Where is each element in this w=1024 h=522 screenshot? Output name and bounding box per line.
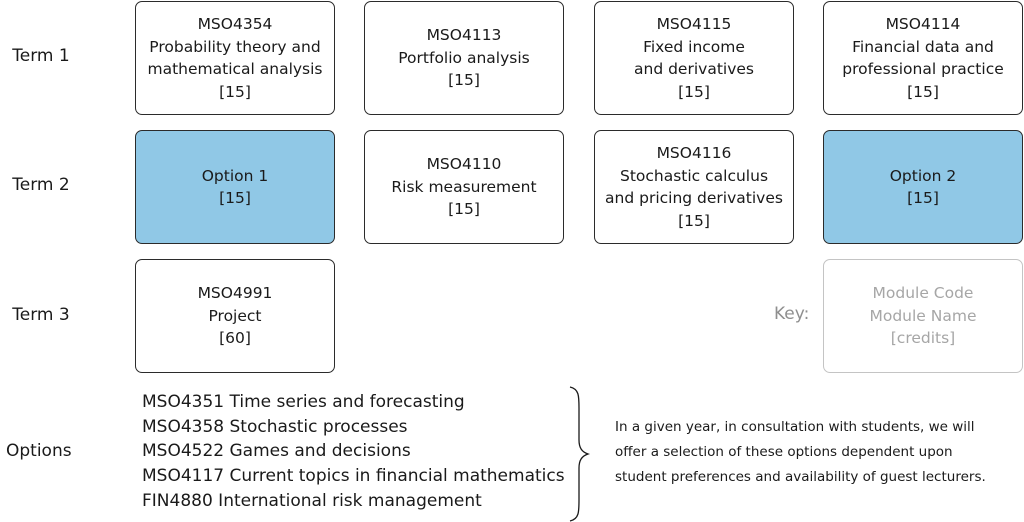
module-code: MSO4113 xyxy=(426,26,502,45)
module-name-line: mathematical analysis xyxy=(147,60,323,78)
module-credits: [15] xyxy=(219,189,251,207)
key-box: Module Code Module Name [credits] xyxy=(823,259,1023,373)
module-box-mso4113: MSO4113 Portfolio analysis [15] xyxy=(364,1,564,115)
module-name-line: Financial data and xyxy=(852,37,994,56)
module-code: MSO4354 xyxy=(197,15,273,33)
key-label: Key: xyxy=(774,304,810,324)
module-box-mso4354: MSO4354 Probability theory and mathemati… xyxy=(135,1,335,115)
module-name-line: Option 1 xyxy=(201,166,269,185)
module-credits: [15] xyxy=(678,211,710,230)
term-2-label: Term 2 xyxy=(12,175,70,195)
module-name-line: Stochastic calculus xyxy=(619,166,769,185)
module-name-line: Project xyxy=(208,306,262,325)
term-3-label: Term 3 xyxy=(12,305,70,325)
module-code: MSO4115 xyxy=(656,15,732,33)
module-credits: [15] xyxy=(219,82,251,101)
module-name-line: Fixed income xyxy=(643,37,745,56)
module-credits: [60] xyxy=(219,329,251,348)
module-credits: [15] xyxy=(907,82,939,101)
module-box-mso4110: MSO4110 Risk measurement [15] xyxy=(364,130,564,244)
module-code: MSO4110 xyxy=(426,155,502,174)
option-1-box: Option 1 [15] xyxy=(135,130,335,244)
note-line: In a given year, in consultation with st… xyxy=(615,419,975,435)
curly-brace-icon xyxy=(569,386,590,522)
option-item: MSO4351 Time series and forecasting xyxy=(142,392,465,412)
module-code: MSO4114 xyxy=(885,15,961,33)
options-label: Options xyxy=(6,441,72,461)
module-name-line: professional practice xyxy=(842,60,1004,78)
module-box-mso4116: MSO4116 Stochastic calculus and pricing … xyxy=(594,130,794,244)
options-list: MSO4351 Time series and forecasting MSO4… xyxy=(142,390,565,514)
module-name-line: Probability theory and xyxy=(149,37,321,56)
options-note: In a given year, in consultation with st… xyxy=(615,415,1010,490)
module-name-line: and pricing derivatives xyxy=(605,189,783,207)
option-item: MSO4358 Stochastic processes xyxy=(142,416,408,437)
module-name-line: and derivatives xyxy=(634,60,754,78)
option-2-box: Option 2 [15] xyxy=(823,130,1023,244)
module-credits: [15] xyxy=(907,189,939,207)
key-credits: [credits] xyxy=(890,329,956,348)
module-box-mso4114: MSO4114 Financial data and professional … xyxy=(823,1,1023,115)
module-name-line: Risk measurement xyxy=(391,177,537,196)
key-code: Module Code xyxy=(872,284,974,303)
module-credits: [15] xyxy=(678,82,710,101)
key-name: Module Name xyxy=(869,306,977,325)
module-code: MSO4116 xyxy=(656,144,732,162)
term-1-label: Term 1 xyxy=(12,46,70,66)
module-name-line: Portfolio analysis xyxy=(398,48,530,67)
note-line: student preferences and availability of … xyxy=(615,469,986,485)
module-credits: [15] xyxy=(448,200,480,219)
module-credits: [15] xyxy=(448,71,480,90)
module-code: MSO4991 xyxy=(197,284,273,303)
option-item: FIN4880 International risk management xyxy=(142,490,482,511)
option-item: MSO4522 Games and decisions xyxy=(142,441,411,462)
module-box-mso4115: MSO4115 Fixed income and derivatives [15… xyxy=(594,1,794,115)
module-box-mso4991: MSO4991 Project [60] xyxy=(135,259,335,373)
option-item: MSO4117 Current topics in financial math… xyxy=(142,466,565,487)
module-name-line: Option 2 xyxy=(889,166,957,185)
note-line: offer a selection of these options depen… xyxy=(615,444,953,460)
